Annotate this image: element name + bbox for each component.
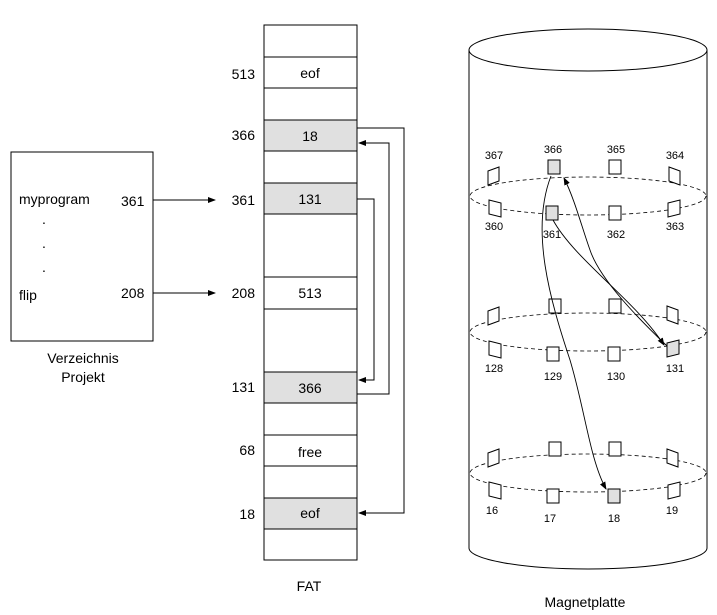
fat-cell-highlight bbox=[264, 120, 357, 151]
sector-label: 19 bbox=[666, 505, 678, 517]
fat-caption: FAT bbox=[297, 578, 322, 594]
disk-arrow-131-to-366 bbox=[563, 177, 668, 347]
dir-entry-flip-name: flip bbox=[19, 287, 37, 303]
fat-cell-highlight bbox=[264, 372, 357, 403]
fat-row-index: 513 bbox=[232, 66, 256, 82]
fat-row-index: 18 bbox=[239, 506, 255, 522]
disk-sector bbox=[487, 166, 500, 186]
ellipsis-dot: . bbox=[42, 211, 46, 227]
disk-sector bbox=[608, 298, 622, 314]
disk-cylinder bbox=[468, 28, 708, 570]
chain-arrow-361-to-131 bbox=[357, 198, 375, 383]
sector-label: 367 bbox=[485, 150, 503, 162]
fat-row-index: 68 bbox=[239, 442, 255, 458]
disk-arrow-361-to-131 bbox=[552, 219, 665, 346]
disk-sector bbox=[608, 441, 622, 457]
fat-row-index: 366 bbox=[232, 127, 256, 143]
fat-row-index: 361 bbox=[232, 192, 256, 208]
disk-sector bbox=[667, 481, 681, 500]
fat-cell-value: free bbox=[298, 444, 322, 460]
ellipsis-dot: . bbox=[42, 259, 46, 275]
dir-entry-myprogram-block: 361 bbox=[121, 193, 145, 209]
disk-sector-used bbox=[607, 488, 621, 504]
fat-row-index: 208 bbox=[232, 285, 256, 301]
disk-sector bbox=[488, 340, 502, 359]
fat-row-index: 131 bbox=[232, 379, 256, 395]
disk-sector bbox=[546, 488, 560, 504]
disk-sector bbox=[487, 306, 500, 326]
disk-sector-used bbox=[545, 205, 559, 221]
ellipsis-dot: . bbox=[42, 235, 46, 251]
disk-sector bbox=[488, 199, 502, 218]
disk-sector-used bbox=[666, 339, 680, 358]
directory-caption-line2: Projekt bbox=[61, 369, 105, 385]
fat-cell-value: 18 bbox=[302, 128, 318, 144]
sector-label: 131 bbox=[666, 363, 684, 375]
chain-arrow-131-to-366 bbox=[357, 140, 390, 395]
fat-cell-value: 131 bbox=[298, 191, 322, 207]
disk-sector bbox=[488, 481, 502, 500]
fat-cell-highlight bbox=[264, 498, 357, 529]
fat-cell-value: eof bbox=[300, 65, 320, 81]
sector-label: 366 bbox=[544, 144, 562, 156]
sector-label: 17 bbox=[544, 513, 556, 525]
sector-label: 364 bbox=[666, 150, 684, 162]
directory-caption-line1: Verzeichnis bbox=[47, 350, 119, 366]
sector-label: 363 bbox=[666, 221, 684, 233]
fat-table: 513 366 361 208 131 68 18 eof 18 131 513… bbox=[232, 24, 358, 561]
fat-cell-highlight bbox=[264, 183, 357, 214]
sector-label: 361 bbox=[543, 229, 561, 241]
disk-track bbox=[469, 453, 707, 493]
sector-label: 18 bbox=[608, 513, 620, 525]
disk-sector bbox=[667, 199, 681, 218]
dir-entry-flip-block: 208 bbox=[121, 285, 145, 301]
disk-track bbox=[469, 312, 707, 352]
dir-entry-myprogram-name: myprogram bbox=[19, 191, 90, 207]
disk-sector bbox=[548, 441, 562, 457]
sector-label: 360 bbox=[485, 221, 503, 233]
disk-sector bbox=[668, 166, 681, 186]
sector-label: 16 bbox=[486, 505, 498, 517]
fat-cell-value: eof bbox=[300, 505, 320, 521]
chain-arrow-366-to-18 bbox=[357, 127, 405, 516]
fat-cell-value: 513 bbox=[298, 285, 322, 301]
sector-label: 130 bbox=[607, 371, 625, 383]
disk-sector bbox=[608, 205, 622, 221]
disk-sector bbox=[546, 346, 560, 362]
fat-cell-value: 366 bbox=[298, 380, 322, 396]
directory-box: myprogram 361 . . . flip 208 bbox=[10, 151, 154, 342]
disk-sector bbox=[666, 448, 679, 468]
disk-sector bbox=[608, 159, 622, 175]
disk-sector bbox=[666, 305, 679, 325]
sector-label: 128 bbox=[485, 363, 503, 375]
disk-sector bbox=[487, 448, 500, 468]
disk-sector bbox=[548, 298, 562, 314]
sector-label: 129 bbox=[544, 371, 562, 383]
sector-label: 365 bbox=[607, 144, 625, 156]
disk-arrow-366-to-18 bbox=[541, 175, 607, 490]
sector-label: 362 bbox=[607, 229, 625, 241]
disk-caption: Magnetplatte bbox=[545, 594, 626, 610]
disk-track bbox=[469, 176, 707, 216]
disk-sector bbox=[607, 346, 621, 362]
disk-sector-used bbox=[547, 159, 561, 175]
